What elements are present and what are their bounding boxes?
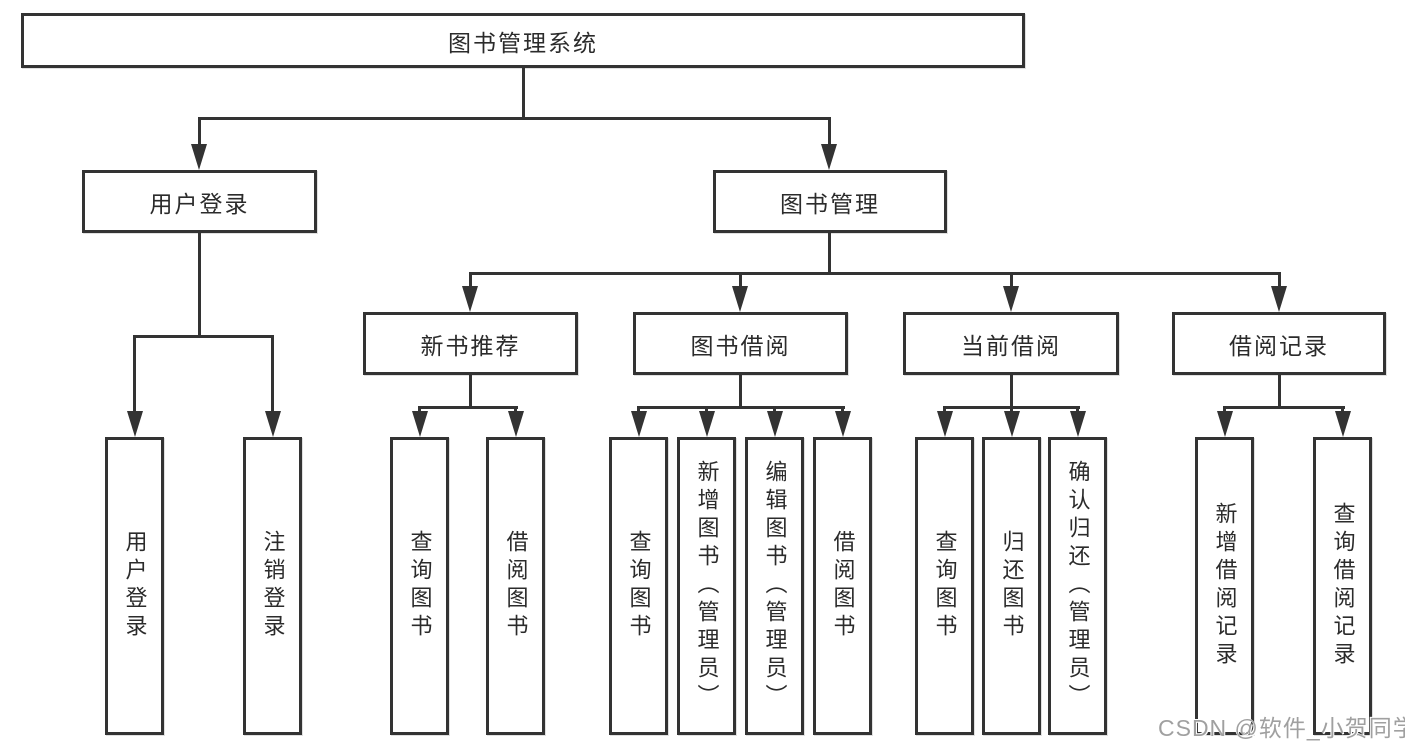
leaf-label: 新增图书（管理员） (694, 460, 720, 712)
node-current-borrowing: 当前借阅 (903, 312, 1119, 375)
connector-drop-leaf (418, 406, 421, 415)
leaf-label: 借阅图书 (830, 530, 856, 642)
connector-book-borrow-bar (637, 406, 845, 409)
leaf-edit-books-admin: 编辑图书（管理员） (745, 437, 804, 735)
node-book-borrowing: 图书借阅 (633, 312, 848, 375)
node-label: 新书推荐 (420, 332, 521, 359)
connector-root-bar (198, 117, 831, 120)
leaf-query-books-current: 查询图书 (915, 437, 974, 735)
leaf-label: 用户登录 (122, 530, 148, 642)
connector-root-stem (522, 68, 525, 117)
connector-user-login-bar (133, 335, 274, 338)
arrowhead-down-icon (265, 411, 281, 437)
arrowhead-down-icon (767, 411, 783, 437)
connector-drop-leaf (514, 406, 517, 415)
connector-level3-bar (469, 272, 1281, 275)
node-label: 用户登录 (149, 190, 250, 217)
arrowhead-down-icon (412, 411, 428, 437)
arrowhead-down-icon (631, 411, 647, 437)
arrowhead-down-icon (127, 411, 143, 437)
connector-new-book-stem (469, 375, 472, 409)
node-user-login: 用户登录 (82, 170, 317, 233)
arrowhead-down-icon (1217, 411, 1233, 437)
leaf-return-books: 归还图书 (982, 437, 1041, 735)
arrowhead-down-icon (1335, 411, 1351, 437)
leaf-label: 借阅图书 (503, 530, 529, 642)
leaf-label: 确认归还（管理员） (1065, 460, 1091, 712)
connector-current-borrow-stem (1010, 375, 1013, 409)
leaf-query-books-recommend: 查询图书 (390, 437, 449, 735)
connector-drop-borrow-records (1278, 272, 1281, 289)
connector-user-login-stem (198, 232, 201, 335)
leaf-label: 编辑图书（管理员） (762, 460, 788, 712)
connector-drop-leaf (841, 406, 844, 415)
leaf-confirm-return-admin: 确认归还（管理员） (1048, 437, 1107, 735)
leaf-label: 归还图书 (999, 530, 1025, 642)
arrowhead-down-icon (1003, 286, 1019, 312)
connector-drop-leaf (1010, 406, 1013, 415)
connector-drop-book-borrow (739, 272, 742, 289)
arrowhead-down-icon (699, 411, 715, 437)
node-new-book-recommendation: 新书推荐 (363, 312, 578, 375)
arrowhead-down-icon (1004, 411, 1020, 437)
leaf-borrow-books-recommend: 借阅图书 (486, 437, 545, 735)
connector-drop-leaf (773, 406, 776, 415)
arrowhead-down-icon (191, 144, 207, 170)
node-borrowing-records: 借阅记录 (1172, 312, 1386, 375)
connector-new-book-bar (418, 406, 518, 409)
connector-drop-leaf-login (133, 335, 136, 414)
connector-drop-leaf (637, 406, 640, 415)
connector-drop-leaf (705, 406, 708, 415)
connector-drop-leaf (1223, 406, 1226, 415)
node-label: 当前借阅 (961, 332, 1061, 359)
connector-drop-leaf (1076, 406, 1079, 415)
connector-book-management-stem (828, 233, 831, 274)
leaf-user-login: 用户登录 (105, 437, 164, 735)
csdn-watermark: CSDN @软件_小贺同学 (1158, 715, 1405, 741)
leaf-logout: 注销登录 (243, 437, 302, 735)
arrowhead-down-icon (1070, 411, 1086, 437)
leaf-add-borrow-record: 新增借阅记录 (1195, 437, 1254, 735)
leaf-add-books-admin: 新增图书（管理员） (677, 437, 736, 735)
leaf-query-books-borrow: 查询图书 (609, 437, 668, 735)
arrowhead-down-icon (835, 411, 851, 437)
leaf-label: 查询图书 (407, 530, 433, 642)
leaf-label: 查询借阅记录 (1330, 502, 1356, 670)
connector-book-borrow-stem (739, 375, 742, 409)
node-book-management: 图书管理 (713, 170, 947, 233)
leaf-query-borrow-record: 查询借阅记录 (1313, 437, 1372, 735)
connector-drop-user-login (198, 117, 201, 150)
connector-drop-leaf (943, 406, 946, 415)
leaf-label: 新增借阅记录 (1212, 502, 1238, 670)
arrowhead-down-icon (1271, 286, 1287, 312)
node-label: 图书借阅 (690, 332, 791, 359)
connector-drop-current-borrow (1010, 272, 1013, 289)
arrowhead-down-icon (821, 144, 837, 170)
leaf-label: 注销登录 (260, 530, 286, 642)
connector-drop-new-book (469, 272, 472, 289)
connector-borrow-records-stem (1278, 375, 1281, 409)
leaf-label: 查询图书 (932, 530, 958, 642)
arrowhead-down-icon (508, 411, 524, 437)
node-label: 借阅记录 (1229, 332, 1329, 359)
arrowhead-down-icon (732, 286, 748, 312)
arrowhead-down-icon (937, 411, 953, 437)
leaf-label: 查询图书 (626, 530, 652, 642)
connector-borrow-records-bar (1223, 406, 1345, 409)
node-library-management-system: 图书管理系统 (21, 13, 1025, 68)
leaf-borrow-books: 借阅图书 (813, 437, 872, 735)
connector-drop-book-management (828, 117, 831, 150)
connector-drop-leaf (1341, 406, 1344, 415)
node-label: 图书管理系统 (448, 29, 598, 56)
node-label: 图书管理 (780, 190, 880, 217)
connector-drop-leaf-logout (271, 335, 274, 414)
arrowhead-down-icon (462, 286, 478, 312)
